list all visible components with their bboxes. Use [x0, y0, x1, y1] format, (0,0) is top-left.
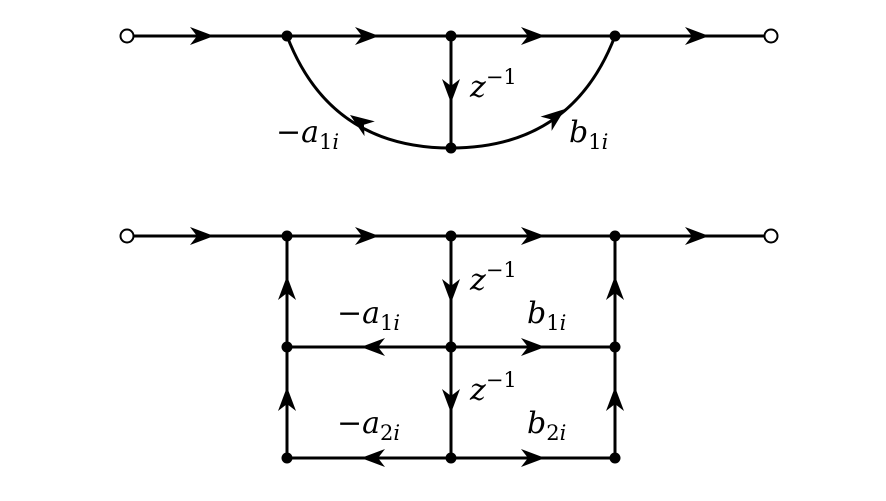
top-node — [445, 30, 457, 42]
coef-index: i — [560, 421, 567, 445]
coef-base: b — [569, 115, 588, 150]
bottom-node — [281, 230, 293, 242]
bottom-labels: z−1 z−1 −a1i b1i −a2i b2i — [337, 258, 566, 445]
coef-sign: − — [276, 115, 301, 150]
bottom-node — [445, 452, 457, 464]
top-nodes — [119, 28, 779, 154]
bottom-node — [281, 452, 293, 464]
coef-index: i — [560, 311, 567, 335]
z-exponent: −1 — [486, 258, 517, 282]
coef-sign: − — [337, 406, 362, 441]
bottom-output-terminal — [763, 228, 779, 244]
z-exponent: −1 — [486, 65, 517, 89]
coef-index: i — [393, 421, 400, 445]
z-base: z — [469, 373, 486, 408]
top-z-inverse-label: z−1 — [469, 65, 517, 105]
coef-subscript: 2 — [380, 421, 393, 445]
bottom-coef-a1-label: −a1i — [337, 296, 400, 335]
top-node — [445, 142, 457, 154]
top-node — [609, 30, 621, 42]
bottom-coef-b1-label: b1i — [527, 296, 566, 335]
bottom-node — [609, 341, 621, 353]
top-coef-b-label: b1i — [569, 115, 608, 154]
coef-base: a — [362, 406, 380, 441]
top-coef-a-label: −a1i — [276, 115, 339, 154]
z-exponent: −1 — [486, 368, 517, 392]
coef-base: b — [527, 296, 546, 331]
bottom-input-terminal — [119, 228, 135, 244]
coef-index: i — [393, 311, 400, 335]
coef-base: a — [362, 296, 380, 331]
bottom-z-inverse-label-2: z−1 — [469, 368, 517, 408]
coef-subscript: 1 — [319, 130, 332, 154]
top-labels: z−1 −a1i b1i — [276, 65, 608, 154]
z-base: z — [469, 263, 486, 298]
top-output-terminal — [763, 28, 779, 44]
bottom-nodes — [119, 228, 779, 464]
coef-base: b — [527, 406, 546, 441]
coef-subscript: 2 — [546, 421, 559, 445]
bottom-node — [609, 230, 621, 242]
coef-sign: − — [337, 296, 362, 331]
bottom-node — [445, 230, 457, 242]
bottom-coef-a2-label: −a2i — [337, 406, 400, 445]
top-node — [281, 30, 293, 42]
coef-index: i — [332, 130, 339, 154]
top-input-terminal — [119, 28, 135, 44]
bottom-node — [281, 341, 293, 353]
coef-subscript: 1 — [380, 311, 393, 335]
z-base: z — [469, 70, 486, 105]
coef-subscript: 1 — [588, 130, 601, 154]
bottom-node — [445, 341, 457, 353]
coef-subscript: 1 — [546, 311, 559, 335]
coef-index: i — [602, 130, 609, 154]
bottom-node — [609, 452, 621, 464]
bottom-z-inverse-label-1: z−1 — [469, 258, 517, 298]
coef-base: a — [301, 115, 319, 150]
bottom-coef-b2-label: b2i — [527, 406, 566, 445]
top-feedback-branch — [285, 35, 452, 150]
